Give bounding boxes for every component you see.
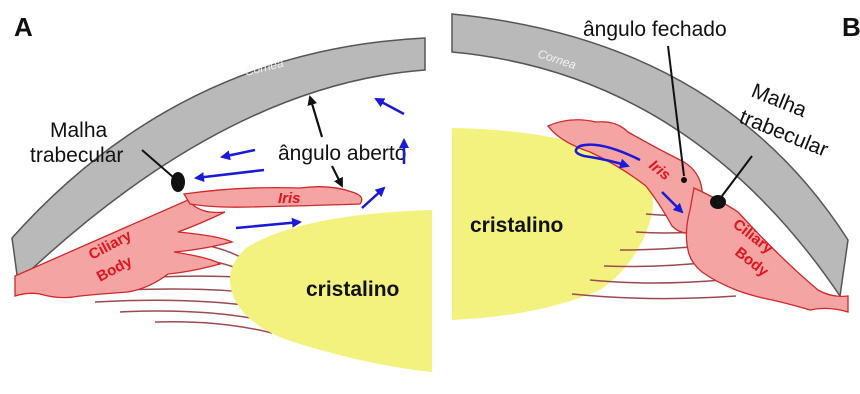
iris-label-a: Iris [278,190,301,207]
panel-letter-a: A [14,12,33,42]
angle-label-a: ângulo aberto [278,142,406,165]
lens-label-b: cristalino [470,214,563,237]
trabecular-label-a-1: Malha [50,119,108,142]
trabecular-mesh-a [171,172,185,192]
trabecular-label-a-2: trabecular [30,144,123,167]
angle-arrow-up-a [310,97,322,137]
lens-label-a: cristalino [306,278,399,301]
angle-point-b [681,177,687,183]
panel-letter-b: B [842,12,860,42]
iris-a [184,187,362,208]
panel-a: Cornea Ciliary Body Iris cristalino Malh… [12,12,432,372]
trabecular-mesh-b [710,195,726,209]
angle-label-b: ângulo fechado [583,18,727,41]
panel-b: Cornea cristalino Iris Ciliary Body Malh… [452,12,860,320]
angle-arrow-down-a [332,166,342,186]
